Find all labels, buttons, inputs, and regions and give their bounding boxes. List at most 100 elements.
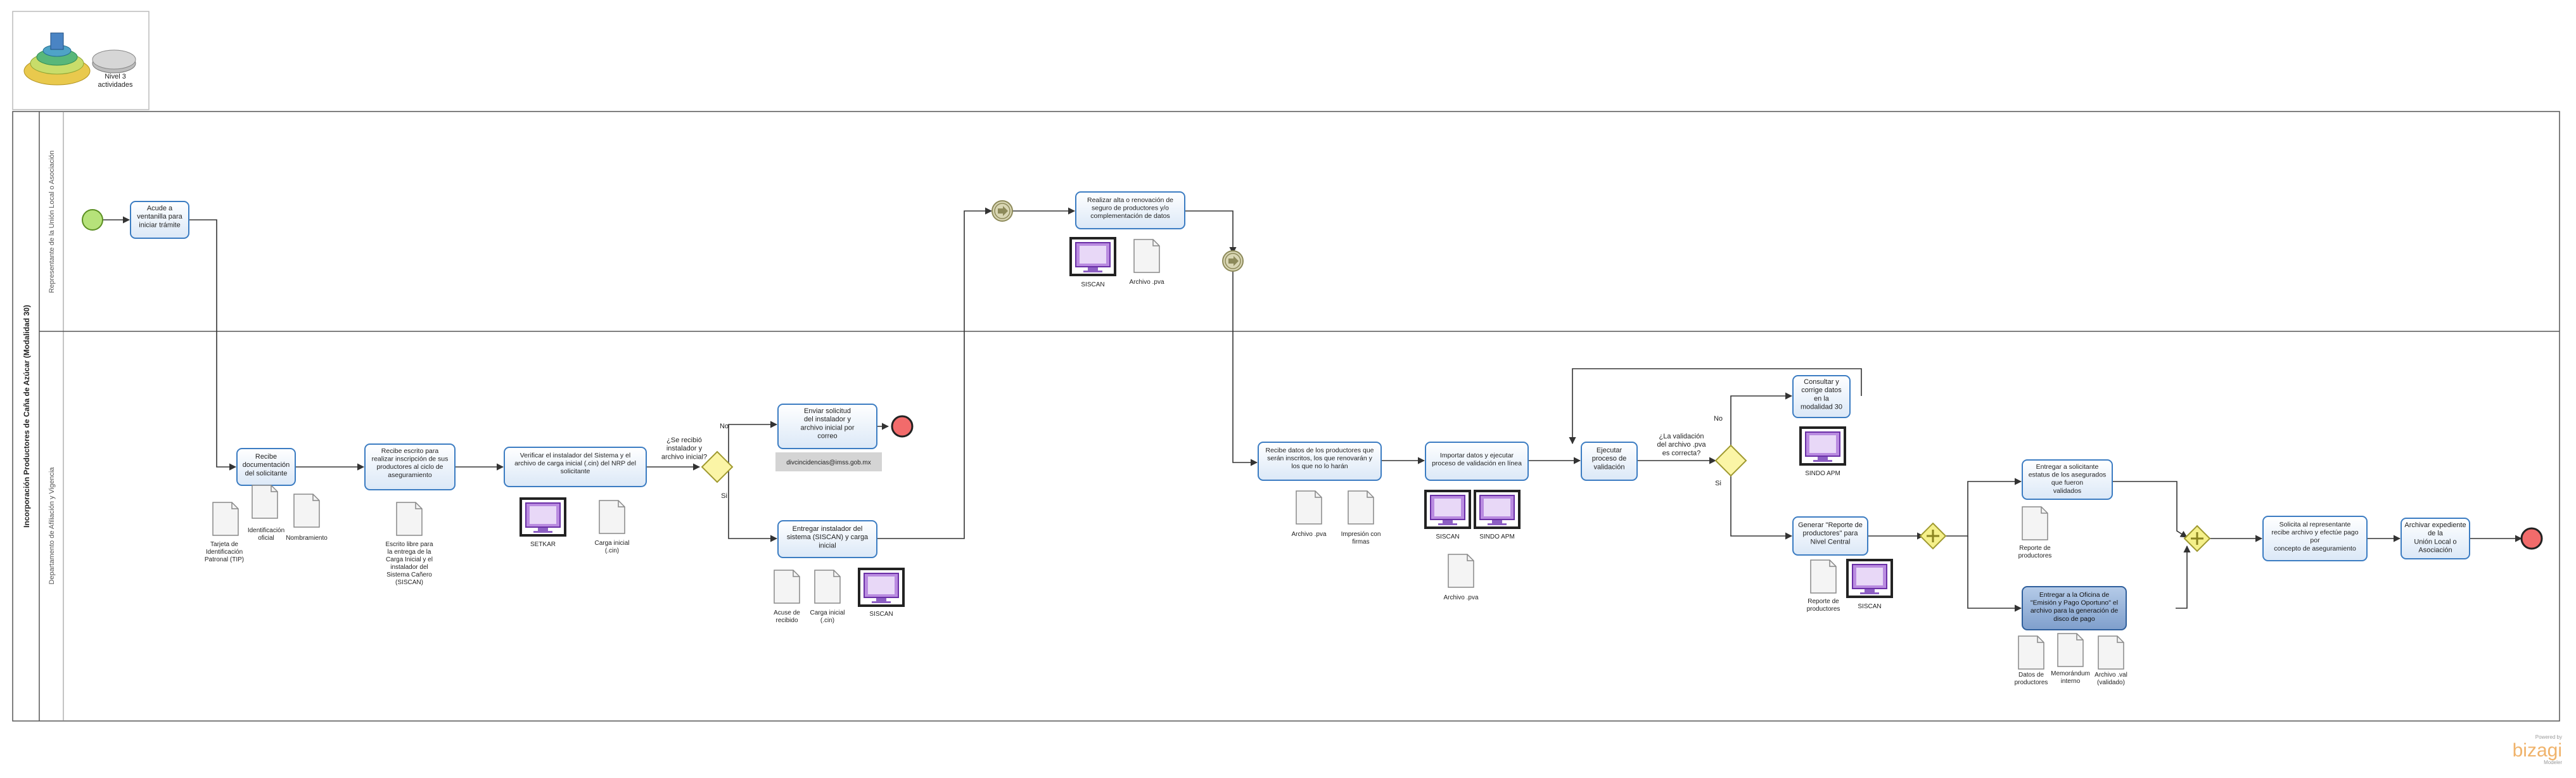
lane-label-top: Representante de la Unión Local o Asocia… [48,150,56,293]
gateway2-si: Si [1715,480,1721,487]
gateway-files-received[interactable] [701,450,734,483]
svg-text:SISCAN: SISCAN [1436,533,1459,540]
task-entregar-oficina[interactable]: Entregar a la Oficina de"Emisión y Pago … [2022,586,2127,630]
system-siscan-2: SISCAN [1069,237,1116,288]
system-setkar: SETKAR [520,497,566,548]
svg-text:Entregar a la Oficina de"Emisi: Entregar a la Oficina de"Emisión y Pago … [2031,591,2119,623]
svg-text:SISCAN: SISCAN [1858,603,1881,610]
parallel-gateway-split[interactable] [1919,522,1947,550]
system-siscan-1: SISCAN [858,568,905,618]
document-archivo-pva-3: Archivo .pva [1443,554,1479,601]
pool [12,111,2560,722]
svg-text:SINDO APM: SINDO APM [1805,470,1840,477]
svg-text:SISCAN: SISCAN [869,611,893,618]
document-archivo-pva-2: Archivo .pva [1291,490,1327,538]
lane-label-bottom: Departamento de Afiliación y Vigencia [48,467,56,585]
svg-text:SETKAR: SETKAR [530,541,556,548]
intermediate-event-1[interactable] [992,200,1013,222]
start-event[interactable] [82,209,103,231]
svg-text:Carga inicial(.cin): Carga inicial(.cin) [594,540,629,554]
task-verificar-instalador[interactable]: Verificar el instalador del Sistema y el… [504,447,647,487]
level-disk-icon [92,49,136,73]
gateway1-si: Si [721,492,727,500]
sequence-flows [103,207,2523,612]
system-siscan-4: SISCAN [1846,559,1893,610]
parallel-gateway-join[interactable] [2183,525,2211,552]
document-nombramiento: Nombramiento [286,494,328,542]
svg-text:Verificar el instalador del Si: Verificar el instalador del Sistema y el… [514,452,636,475]
gateway-validation-correct[interactable] [1714,444,1747,477]
gateway1-no: No [720,423,729,430]
svg-text:Archivo .pva: Archivo .pva [1291,531,1326,538]
pool-title: Incorporación Productores de Caña de Azú… [22,305,31,528]
svg-text:Powered by: Powered by [2535,734,2562,740]
svg-text:Carga inicial(.cin): Carga inicial(.cin) [810,609,845,624]
gateway2-no: No [1714,415,1723,423]
svg-text:SISCAN: SISCAN [1081,281,1104,288]
svg-text:divcincidencias@imss.gob.mx: divcincidencias@imss.gob.mx [786,459,871,466]
end-event-no-files[interactable] [891,415,914,438]
svg-text:bizagi: bizagi [2513,740,2562,761]
level-pyramid-icon [23,32,91,86]
bizagi-logo: Powered by bizagi Modeler [2513,734,2563,765]
document-archivo-pva-1: Archivo .pva [1129,239,1164,286]
document-carga-inicial-2: Carga inicial(.cin) [810,570,845,624]
svg-text:SINDO APM: SINDO APM [1479,533,1515,540]
intermediate-event-2[interactable] [1222,250,1244,272]
svg-text:Nombramiento: Nombramiento [286,535,328,542]
svg-text:Recibe datos de los productore: Recibe datos de los productores queserán… [1265,447,1374,470]
email-annotation: divcincidencias@imss.gob.mx [775,452,882,471]
system-sindo-apm-1: SINDO APM [1474,490,1521,540]
document-carga-inicial-1: Carga inicial(.cin) [594,500,630,554]
end-event[interactable] [2520,527,2543,550]
svg-text:Archivo .val(validado): Archivo .val(validado) [2095,672,2127,686]
svg-text:Archivo .pva: Archivo .pva [1443,594,1478,601]
